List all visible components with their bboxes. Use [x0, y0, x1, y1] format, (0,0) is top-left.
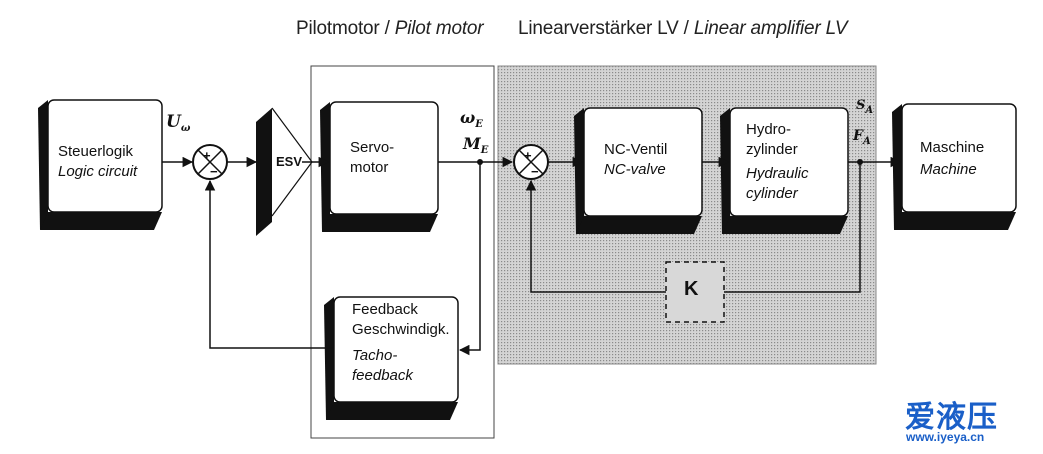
esv-label: ESV	[276, 154, 303, 169]
machine-block	[892, 103, 1017, 230]
hydro-label-1: Hydro-	[746, 121, 792, 138]
feedback-label-4: feedback	[352, 367, 413, 384]
header-pilot-motor: Pilotmotor / Pilot motor	[296, 18, 484, 39]
watermark-url: www.iyeya.cn	[906, 430, 985, 444]
feedback-label-2: Geschwindigk.	[352, 321, 450, 338]
hydraulic-cylinder-block	[720, 107, 849, 234]
logic-label-en: Logic circuit	[58, 163, 138, 180]
nc-label-de: NC-Ventil	[604, 141, 668, 158]
k-label: K	[684, 278, 699, 300]
node-m-e	[477, 159, 483, 165]
esv-amplifier	[256, 107, 313, 236]
feedback-label-3: Tacho-	[352, 347, 398, 364]
signal-s-a: SA	[856, 98, 874, 116]
svg-text:+: +	[524, 148, 532, 163]
watermark-logo: 爱液压	[905, 400, 998, 435]
svg-text:−: −	[210, 164, 218, 179]
signal-f-a: FA	[853, 128, 871, 147]
pilot-motor-frame	[310, 65, 495, 439]
machine-label-en: Machine	[920, 161, 977, 178]
node-f-a	[857, 159, 863, 165]
machine-label-de: Maschine	[920, 139, 985, 156]
signal-m-e: ME	[463, 134, 489, 156]
svg-text:+: +	[203, 148, 211, 163]
hydro-label-4: cylinder	[746, 185, 798, 202]
svg-text:−: −	[531, 164, 539, 179]
hydro-label-3: Hydraulic	[746, 165, 809, 182]
header-linear-amplifier: Linearverstärker LV / Linear amplifier L…	[518, 18, 848, 39]
servo-label-2: motor	[350, 159, 389, 176]
servo-motor-block	[320, 101, 439, 232]
nc-label-en: NC-valve	[604, 161, 666, 178]
hydro-label-2: zylinder	[746, 141, 798, 158]
logic-circuit-block	[38, 99, 163, 230]
signal-u-omega: Uω	[166, 112, 191, 134]
signal-omega-e: ωE	[460, 108, 483, 130]
feedback-label-1: Feedback	[352, 301, 418, 318]
logic-label-de: Steuerlogik	[58, 143, 134, 160]
feedback-block	[324, 296, 459, 420]
summing-junction-2	[513, 144, 549, 180]
servo-label-1: Servo-	[350, 139, 395, 156]
k-block	[665, 261, 725, 323]
nc-valve-block	[574, 107, 703, 234]
